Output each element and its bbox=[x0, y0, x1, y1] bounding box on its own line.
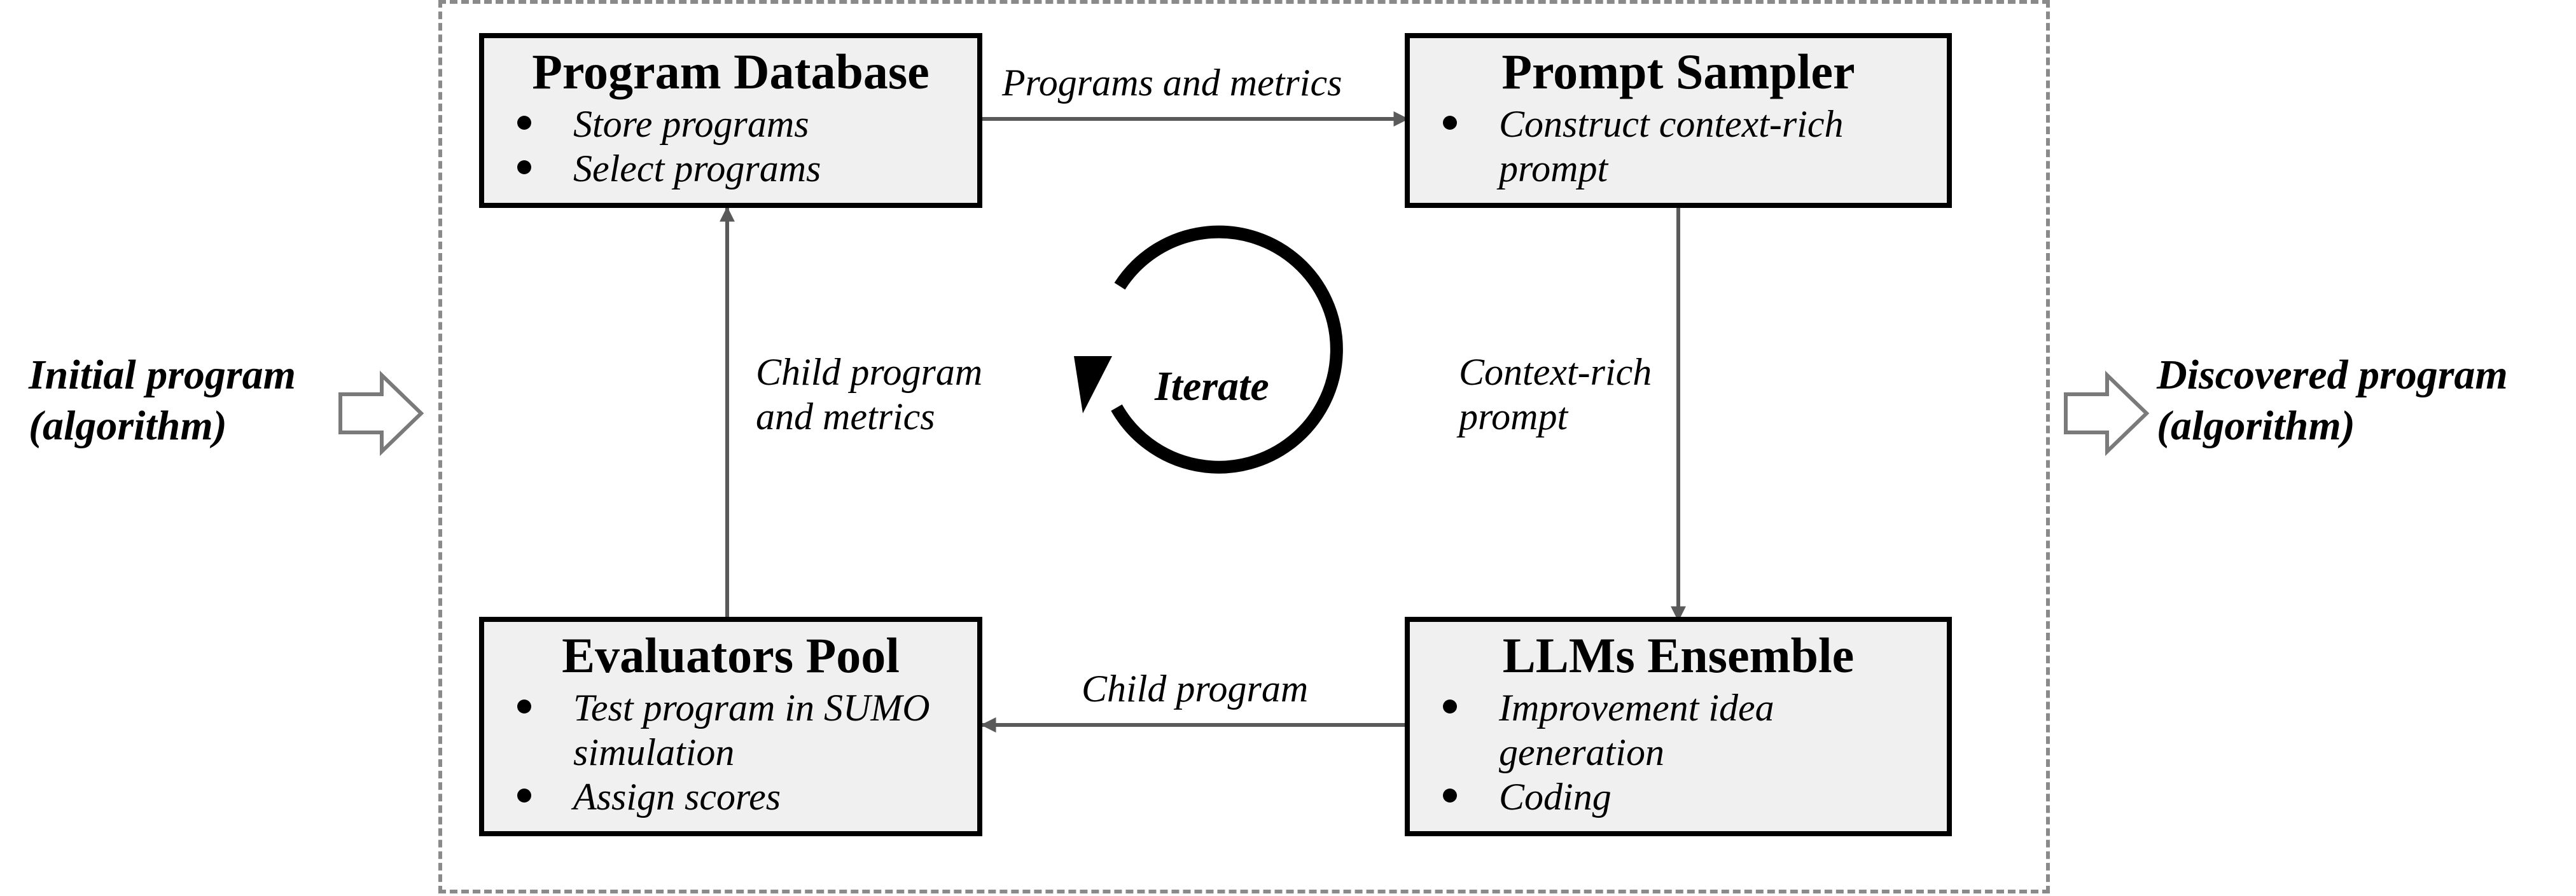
bullet-dot-icon bbox=[517, 116, 531, 130]
bullet-item: Coding bbox=[1429, 775, 1774, 819]
output-arrow-icon bbox=[2064, 370, 2150, 457]
program-database-title: Program Database bbox=[532, 44, 929, 99]
bullet-text: Coding bbox=[1499, 776, 1612, 818]
bullet-item: Select programs bbox=[503, 146, 821, 191]
bullet-dot-icon bbox=[517, 160, 531, 174]
bullet-dot-icon bbox=[517, 700, 531, 713]
bullet-text: prompt bbox=[1499, 148, 1608, 190]
iterate-label: Iterate bbox=[1155, 363, 1269, 410]
bullet-dot-icon bbox=[1443, 789, 1457, 803]
bullet-text: Store programs bbox=[573, 103, 809, 145]
bullet-text: simulation bbox=[573, 731, 735, 773]
edge-label-programs-and-metrics: Programs and metrics bbox=[1002, 62, 1342, 104]
edge-label-context-rich-prompt: Context-rich prompt bbox=[1459, 351, 1652, 438]
bullet-text: Test program in SUMO bbox=[573, 687, 930, 729]
bullet-dot-icon bbox=[1443, 700, 1457, 713]
iterate-cycle-icon bbox=[1111, 225, 1343, 474]
bullet-dot-icon bbox=[1443, 116, 1457, 130]
input-arrow-icon bbox=[338, 370, 424, 457]
iterate-arrowhead-icon bbox=[1074, 356, 1112, 413]
input-label: Initial program (algorithm) bbox=[29, 352, 296, 449]
bullet-text: Select programs bbox=[573, 148, 821, 190]
bullet-item: Assign scores bbox=[503, 775, 930, 819]
edge-label-child-program-and-metrics: Child program and metrics bbox=[756, 351, 983, 438]
bullet-item: Store programs bbox=[503, 102, 821, 146]
output-label: Discovered program (algorithm) bbox=[2157, 352, 2508, 449]
evaluators-pool-title: Evaluators Pool bbox=[562, 628, 900, 683]
bullet-text: Construct context-rich bbox=[1499, 103, 1844, 145]
bullet-text: generation bbox=[1499, 731, 1664, 773]
bullet-text: Improvement idea bbox=[1499, 687, 1774, 729]
bullet-text: Assign scores bbox=[573, 776, 781, 818]
system-boundary-frame bbox=[438, 0, 2050, 893]
llms-ensemble-title: LLMs Ensemble bbox=[1502, 628, 1855, 683]
edge-label-child-program: Child program bbox=[1082, 668, 1309, 710]
bullet-dot-icon bbox=[517, 789, 531, 803]
prompt-sampler-title: Prompt Sampler bbox=[1501, 44, 1855, 99]
